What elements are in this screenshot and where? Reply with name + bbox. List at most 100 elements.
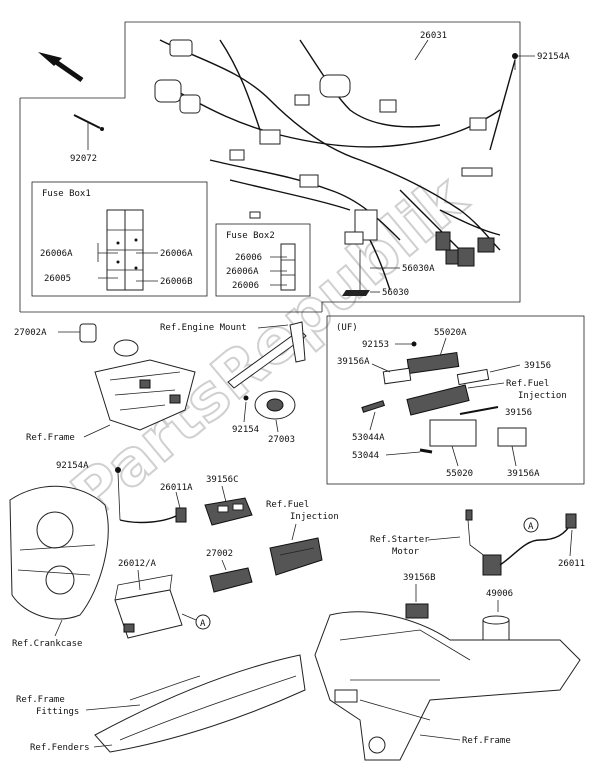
label-ref-frame-top: Ref.Frame [26, 433, 75, 443]
wiring-harness-26031 [154, 39, 516, 291]
uf-box [326, 315, 585, 485]
leader-26011 [569, 529, 573, 557]
leader-39156a-top [371, 363, 391, 373]
label-ref-fuel-injection-uf-1: Ref.Fuel [506, 379, 549, 389]
label-ref-fuel-injection-2: Injection [290, 512, 339, 522]
label-56030a: 56030A [402, 264, 435, 274]
label-ref-starter-1: Ref.Starter [370, 535, 430, 545]
leader-26011a [175, 491, 181, 509]
svg-text:A: A [528, 522, 534, 532]
label-ref-fuel-injection-1: Ref.Fuel [266, 500, 309, 510]
label-92072: 92072 [70, 154, 97, 164]
label-92153: 92153 [362, 340, 389, 350]
leader-39156a-bot [511, 445, 517, 467]
label-26011a: 26011A [160, 483, 193, 493]
label-fb2-26006-a: 26006 [235, 253, 262, 263]
engine-mount-bracket [227, 321, 307, 389]
label-fb1-26005: 26005 [44, 274, 71, 284]
label-ref-fuel-injection-uf-2: Injection [518, 391, 567, 401]
harness-frame [20, 21, 521, 312]
label-27003: 27003 [268, 435, 295, 445]
leader-53044 [385, 451, 421, 456]
label-55020a: 55020A [434, 328, 467, 338]
fusebox1-fuses [97, 209, 158, 291]
horn-27003 [243, 390, 296, 420]
fusebox2-title: Fuse Box2 [226, 231, 275, 241]
bolt-92154a-top [512, 53, 535, 70]
cover-39156c [204, 497, 253, 526]
relay-56030 [342, 250, 400, 296]
label-55020: 55020 [446, 469, 473, 479]
leader-ref-engine-mount [257, 324, 289, 329]
direction-arrow-icon [38, 52, 84, 83]
label-fb1-26006a-right: 26006A [160, 249, 193, 259]
uf-parts [361, 341, 527, 454]
label-39156-mid: 39156 [505, 408, 532, 418]
fusebox2-fuses [270, 243, 296, 291]
leader-26012a [137, 569, 141, 591]
label-fb1-26006a-left: 26006A [40, 249, 73, 259]
leader-27002 [221, 559, 227, 571]
label-56030: 56030 [382, 288, 409, 298]
leader-39156-top [489, 364, 521, 373]
label-39156b: 39156B [403, 573, 436, 583]
label-26031: 26031 [420, 31, 447, 41]
leader-ref-frame-bottom [419, 734, 461, 741]
label-ref-frame-bottom: Ref.Frame [462, 736, 511, 746]
fusebox1-title: Fuse Box1 [42, 189, 91, 199]
cap-39156b [405, 603, 429, 619]
label-fb2-26006a: 26006A [226, 267, 259, 277]
fusebox2-box [215, 223, 311, 297]
leader-ref-crankcase [54, 619, 63, 637]
leader-ref-frame-top [83, 424, 111, 438]
svg-text:A: A [200, 619, 206, 629]
leader-ref-starter [427, 536, 461, 541]
label-53044a: 53044A [352, 433, 385, 443]
label-39156a-bot: 39156A [507, 469, 540, 479]
leader-27003 [275, 419, 279, 433]
leader-ref-fuel [291, 523, 297, 541]
label-26012a: 26012/A [118, 559, 157, 569]
label-39156c: 39156C [206, 475, 239, 485]
label-ref-fenders: Ref.Fenders [30, 743, 90, 753]
label-92154a-top: 92154A [537, 52, 570, 62]
label-27002a: 27002A [14, 328, 47, 338]
leader-39156c [221, 485, 227, 503]
label-ref-engine-mount: Ref.Engine Mount [160, 323, 247, 333]
callout-a-right: A [523, 517, 539, 533]
label-ref-starter-2: Motor [392, 547, 420, 557]
label-ref-frame-fittings-2: Fittings [36, 707, 79, 717]
leader-55020 [451, 445, 459, 467]
label-fb1-26006b: 26006B [160, 277, 193, 287]
label-39156a-top: 39156A [337, 357, 370, 367]
label-92154a-mid: 92154A [56, 461, 89, 471]
battery-26012a [114, 574, 183, 639]
label-27002: 27002 [206, 549, 233, 559]
tie-92072 [73, 114, 104, 131]
leader-55020a [439, 337, 447, 357]
label-26011: 26011 [558, 559, 585, 569]
fusebox1-box [31, 181, 208, 297]
label-ref-crankcase: Ref.Crankcase [12, 639, 82, 649]
leader-ref-fenders [93, 744, 113, 748]
label-39156-top: 39156 [524, 361, 551, 371]
leader-26031 [414, 39, 429, 61]
starter-relay [465, 509, 577, 576]
crankcase [9, 485, 109, 620]
sensor-26011a [115, 467, 187, 524]
bracket-assembly [79, 323, 196, 431]
leader-92154 [243, 401, 247, 423]
uf-title: (UF) [336, 323, 358, 333]
label-53044: 53044 [352, 451, 379, 461]
leader-ref-frame-fittings [85, 704, 141, 711]
label-92154: 92154 [232, 425, 259, 435]
leader-53044a [369, 411, 376, 431]
leader-ref-fuel-uf [467, 382, 505, 389]
label-49006: 49006 [486, 589, 513, 599]
label-ref-frame-fittings-1: Ref.Frame [16, 695, 65, 705]
ecu-unit [269, 537, 323, 576]
rear-fender [94, 654, 306, 753]
main-frame [314, 611, 581, 761]
label-fb2-26006-b: 26006 [232, 281, 259, 291]
